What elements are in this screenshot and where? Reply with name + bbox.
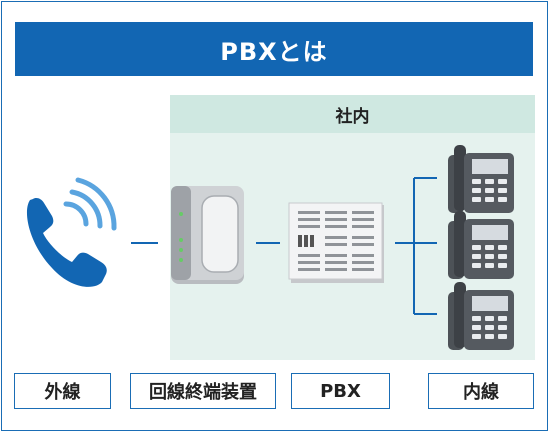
desk-phone-icon bbox=[448, 282, 514, 350]
label-terminal-device: 回線終端装置 bbox=[130, 373, 276, 409]
label-outside-line: 外線 bbox=[14, 373, 111, 409]
extension-lines bbox=[395, 177, 437, 315]
company-zone-label: 社内 bbox=[170, 95, 535, 133]
label-extension: 内線 bbox=[428, 373, 534, 409]
onu-router-icon bbox=[171, 186, 244, 284]
desk-phone-icon bbox=[448, 145, 514, 213]
desk-phone-icon bbox=[448, 211, 514, 279]
pbx-server-icon bbox=[288, 202, 384, 283]
handset-icon bbox=[26, 177, 117, 287]
page-title: PBXとは bbox=[15, 22, 533, 76]
label-pbx: PBX bbox=[291, 373, 390, 409]
